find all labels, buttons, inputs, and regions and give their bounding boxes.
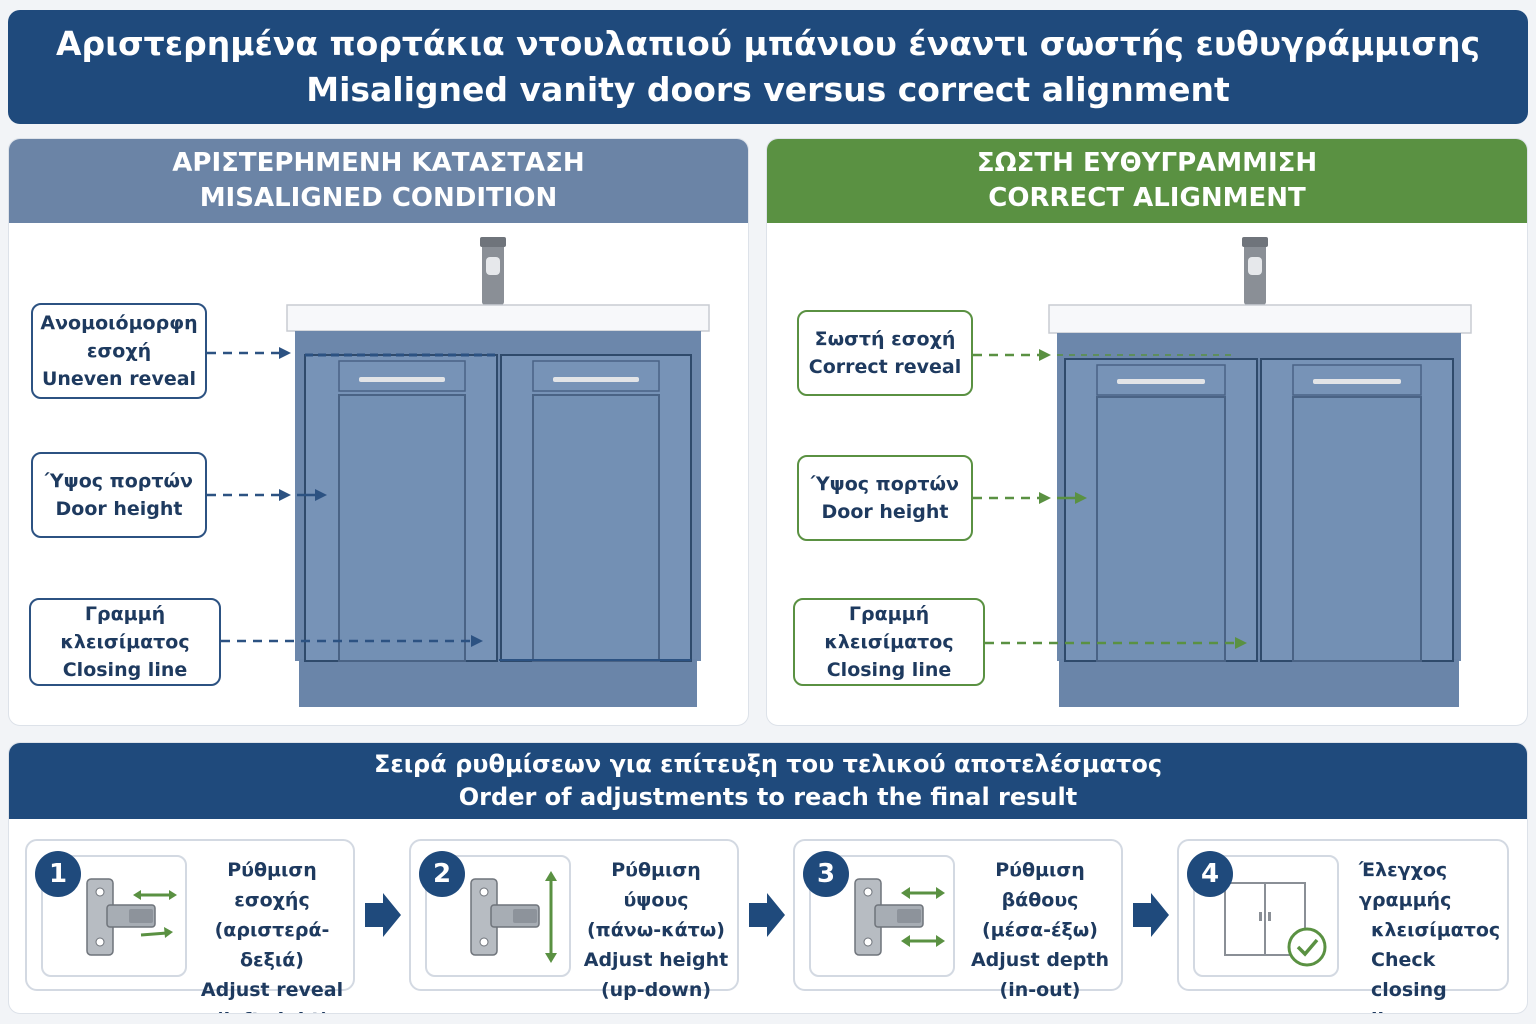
step-3-text: Ρύθμιση βάθους (μέσα-έξω) Adjust depth (… <box>970 859 1110 1001</box>
title-greek: Αριστερημένα πορτάκια ντουλαπιού μπάνιου… <box>55 24 1481 63</box>
callout-uneven-reveal: Ανομοιόμορφη εσοχή Uneven reveal <box>31 303 207 399</box>
height-arrow <box>207 489 327 501</box>
step-number: 3 <box>803 851 849 897</box>
title-banner: Αριστερημένα πορτάκια ντουλαπιού μπάνιου… <box>8 10 1528 124</box>
closing-line-arrow <box>221 635 483 647</box>
step-3-card: 3 Ρύθμιση βάθους (μέσα-έξω) Adjust depth… <box>793 839 1123 1001</box>
misaligned-header: ΑΡΙΣΤΕΡΗΜΕΝΗ ΚΑΤΑΣΤΑΣΗ MISALIGNED CONDIT… <box>9 139 748 223</box>
correct-header-greek: ΣΩΣΤΗ ΕΥΘΥΓΡΑΜΜΙΣΗ <box>976 148 1318 178</box>
left-door <box>1064 358 1258 662</box>
step-2-card: 2 Ρύθμιση ύψους (πάνω-κάτω) Adjust heigh… <box>409 839 739 1001</box>
reveal-arrow <box>207 347 291 359</box>
hinge-left-right-icon <box>86 878 177 956</box>
step-4-card: 4 Έλεγχος γραμμής κλεισίματος Check clos… <box>1177 839 1509 1013</box>
left-door <box>304 354 498 662</box>
misaligned-panel: ΑΡΙΣΤΕΡΗΜΕΝΗ ΚΑΤΑΣΤΑΣΗ MISALIGNED CONDIT… <box>8 138 749 726</box>
faucet-icon <box>1242 237 1268 305</box>
cabinet-plinth <box>299 659 697 707</box>
misaligned-header-greek: ΑΡΙΣΤΕΡΗΜΕΝΗ ΚΑΤΑΣΤΑΣΗ <box>172 148 585 178</box>
step-1-text: Ρύθμιση εσοχής (αριστερά-δεξιά) Adjust r… <box>200 859 344 1013</box>
title-english: Misaligned vanity doors versus correct a… <box>306 70 1230 109</box>
steps-header: Σειρά ρυθμίσεων για επίτευξη του τελικού… <box>9 743 1527 819</box>
steps-header-english: Order of adjustments to reach the final … <box>458 783 1078 811</box>
callout-closing-line: Γραμμή κλεισίματος Closing line <box>29 598 221 686</box>
callout-door-height: Ύψος πορτών Door height <box>31 452 207 538</box>
faucet-icon <box>480 237 506 305</box>
step-2-text: Ρύθμιση ύψους (πάνω-κάτω) Adjust height … <box>583 859 729 1001</box>
arrow-right-icon <box>749 893 785 937</box>
closing-line-arrow <box>985 637 1247 649</box>
arrow-right-icon <box>365 893 401 937</box>
countertop <box>286 304 710 332</box>
step-1-card: 1 Ρύθμιση εσοχής (αριστερά-δεξιά) Adjust… <box>25 839 355 1013</box>
step-number: 4 <box>1187 851 1233 897</box>
callout-correct-reveal: Σωστή εσοχή Correct reveal <box>797 310 973 396</box>
callout-closing-line: Γραμμή κλεισίματος Closing line <box>793 598 985 686</box>
reveal-arrow <box>973 349 1237 361</box>
correct-panel: ΣΩΣΤΗ ΕΥΘΥΓΡΑΜΜΙΣΗ CORRECT ALIGNMENT <box>766 138 1528 726</box>
height-arrow <box>973 492 1087 504</box>
callout-door-height: Ύψος πορτών Door height <box>797 455 973 541</box>
step-4-text: Έλεγχος γραμμής κλεισίματος Check closin… <box>1359 859 1501 1013</box>
cabinet-plinth <box>1059 659 1459 707</box>
hinge-up-down-icon <box>470 871 557 963</box>
right-door <box>500 354 692 662</box>
step-number: 2 <box>419 851 465 897</box>
correct-vanity-diagram <box>973 237 1472 707</box>
misaligned-header-english: MISALIGNED CONDITION <box>199 183 558 213</box>
countertop <box>1048 304 1472 334</box>
step-number: 1 <box>35 851 81 897</box>
cabinet-check-icon <box>1224 882 1327 967</box>
adjustment-steps-section: Σειρά ρυθμίσεων για επίτευξη του τελικού… <box>8 742 1528 1014</box>
correct-header-english: CORRECT ALIGNMENT <box>988 183 1306 213</box>
correct-header: ΣΩΣΤΗ ΕΥΘΥΓΡΑΜΜΙΣΗ CORRECT ALIGNMENT <box>767 139 1527 223</box>
steps-header-greek: Σειρά ρυθμίσεων για επίτευξη του τελικού… <box>373 750 1163 778</box>
arrow-right-icon <box>1133 893 1169 937</box>
right-door <box>1260 358 1454 662</box>
misaligned-vanity-diagram <box>207 237 710 707</box>
hinge-in-out-icon <box>854 878 945 956</box>
